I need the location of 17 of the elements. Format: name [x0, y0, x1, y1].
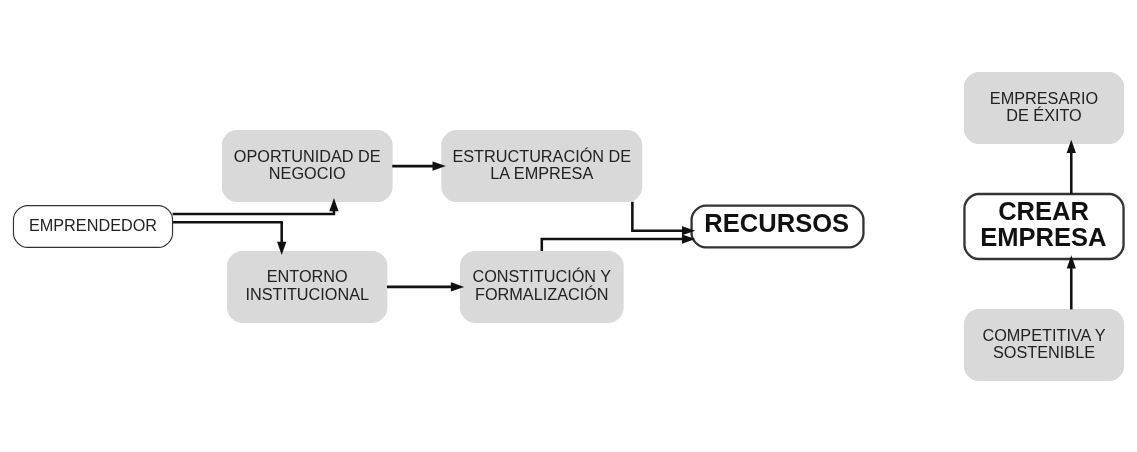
node-box: CONSTITUCIÓN Y FORMALIZACIÓN — [459, 250, 624, 323]
node-box: COMPETITIVA Y SOSTENIBLE — [963, 308, 1125, 381]
node-box: RECURSOS — [690, 203, 865, 249]
node-box: ESTRUCTURACIÓN DE LA EMPRESA — [441, 129, 643, 202]
arrow — [1066, 254, 1076, 309]
arrow — [172, 197, 339, 215]
arrow — [392, 160, 446, 171]
node-box: ENTORNO INSTITUCIONAL — [227, 250, 388, 323]
arrow — [631, 201, 696, 235]
node-box: CREAR EMPRESA — [963, 192, 1125, 260]
arrow — [173, 220, 287, 255]
arrow — [386, 281, 465, 292]
arrow — [540, 233, 696, 251]
node-box: OPORTUNIDAD DE NEGOCIO — [221, 129, 393, 202]
node-box: EMPRENDEDOR — [12, 204, 174, 248]
arrow — [1066, 139, 1076, 194]
node-box: EMPRESARIO DE ÉXITO — [963, 71, 1125, 144]
